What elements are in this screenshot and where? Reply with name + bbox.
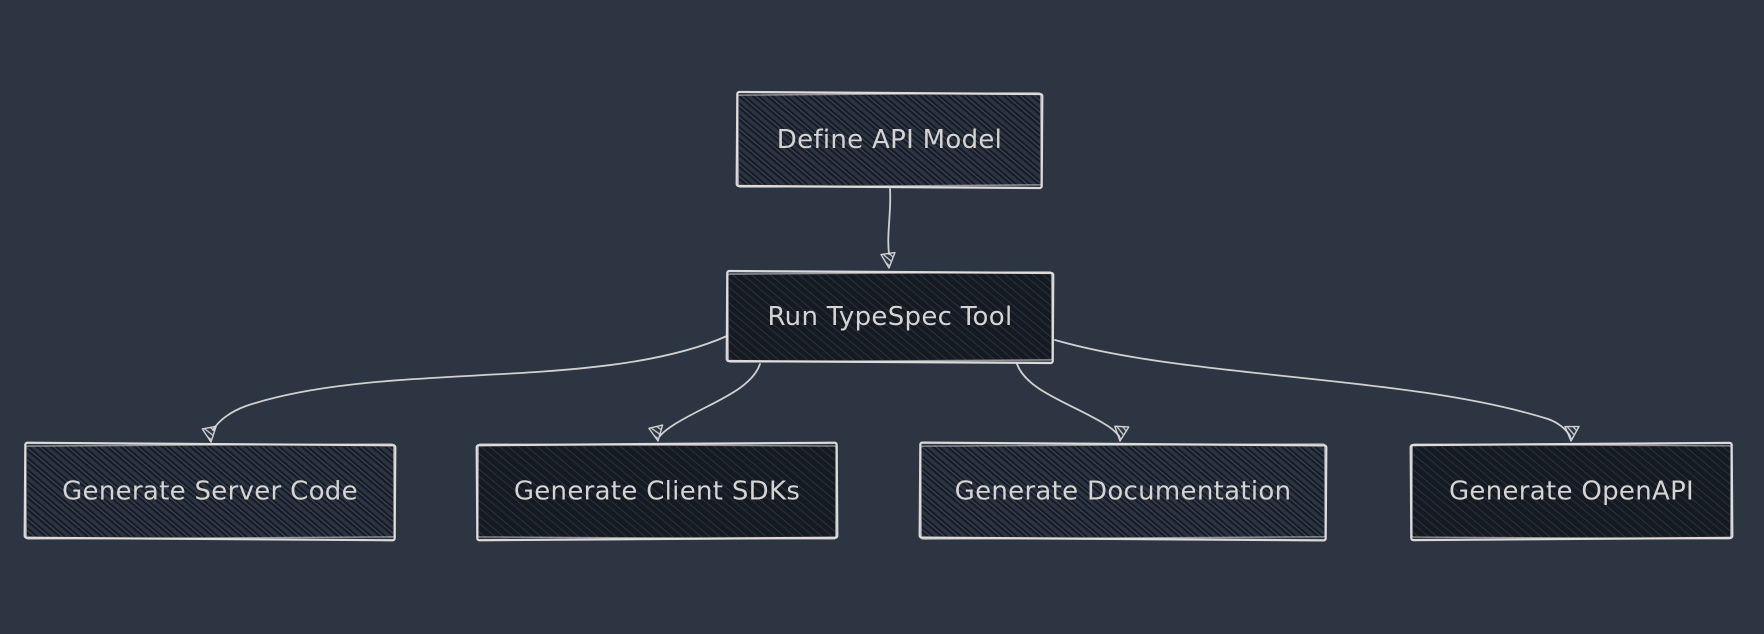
node-run-typespec-tool: Run TypeSpec Tool (725, 269, 1055, 365)
node-generate-documentation: Generate Documentation (918, 441, 1328, 542)
node-label-generate-openapi: Generate OpenAPI (1449, 477, 1694, 507)
node-label-generate-client-sdks: Generate Client SDKs (514, 477, 800, 507)
arrowhead-icon (201, 425, 217, 443)
edge-run-typespec-tool-to-generate-server-code (201, 335, 728, 443)
node-label-generate-server-code: Generate Server Code (62, 477, 358, 507)
node-label-run-typespec-tool: Run TypeSpec Tool (767, 302, 1012, 332)
node-define-api-model: Define API Model (735, 90, 1044, 190)
node-label-generate-documentation: Generate Documentation (955, 477, 1292, 507)
edge-run-typespec-tool-to-generate-openapi (1054, 339, 1580, 442)
node-generate-openapi: Generate OpenAPI (1409, 441, 1734, 542)
edge-group (201, 188, 1580, 443)
node-label-define-api-model: Define API Model (777, 125, 1002, 155)
node-generate-server-code: Generate Server Code (23, 441, 397, 542)
node-generate-client-sdks: Generate Client SDKs (475, 441, 839, 542)
edge-define-api-model-to-run-typespec-tool (880, 188, 896, 269)
arrowhead-icon (648, 424, 664, 442)
edge-run-typespec-tool-to-generate-documentation (1016, 363, 1130, 442)
arrowhead-icon (1114, 425, 1130, 442)
edge-run-typespec-tool-to-generate-client-sdks (648, 363, 761, 442)
arrowhead-icon (880, 251, 896, 269)
arrowhead-icon (1564, 425, 1580, 442)
